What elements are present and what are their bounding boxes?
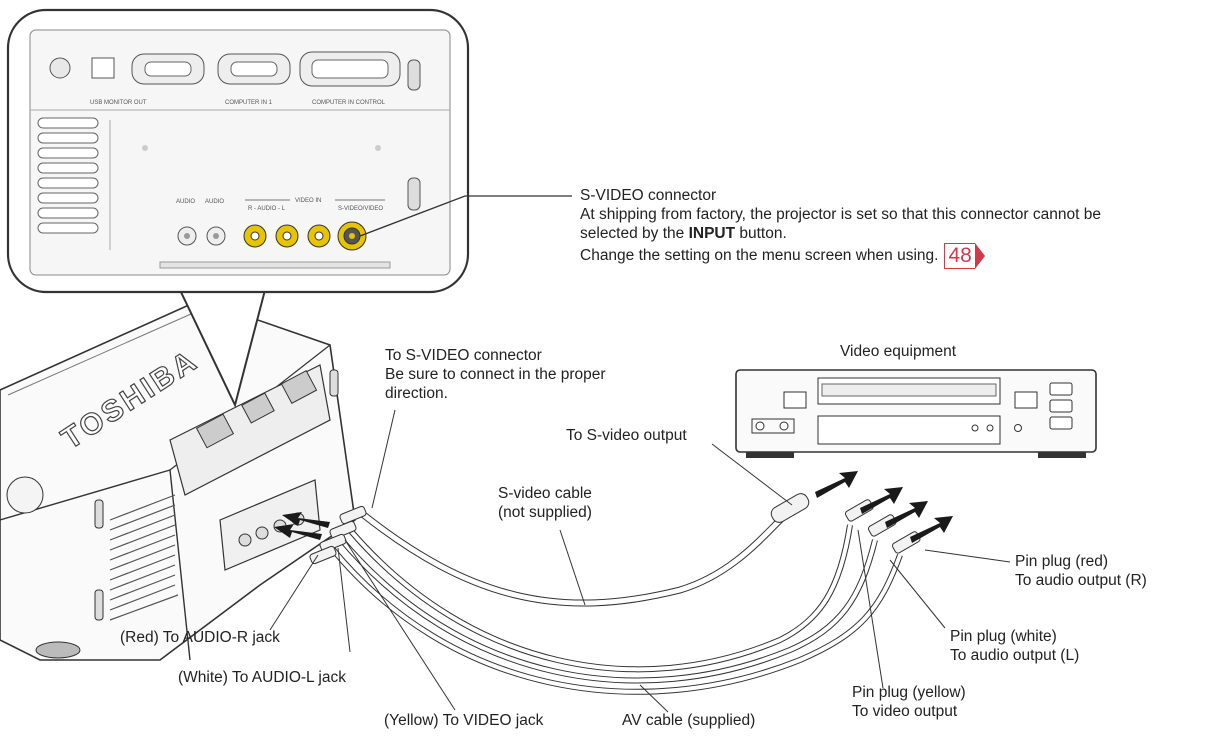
panel-label-usb: USB MONITOR OUT [90,100,147,106]
svideo-note-line2: selected by the INPUT button. [580,224,1101,243]
input-button-label: INPUT [688,225,736,242]
svideo-note-line3: Change the setting on the menu screen wh… [580,243,1101,269]
page-reference-link[interactable]: 48 [944,243,986,269]
label-pin-red-1: Pin plug (red) [1015,553,1109,570]
panel-label-r-audio-l: R - AUDIO - L [248,206,286,212]
panel-label-computer-in: COMPUTER IN 1 [225,100,273,106]
panel-label-audio-out: AUDIO [176,199,195,205]
label-pin-yellow-2: To video output [852,703,958,720]
label-yellow-video: (Yellow) To VIDEO jack [384,712,544,729]
label-proper-direction-2: direction. [385,385,448,402]
svideo-note: S-VIDEO connector At shipping from facto… [580,186,1101,269]
panel-label-audio-in: AUDIO [205,199,224,205]
label-pin-red-2: To audio output (R) [1015,572,1147,589]
video-equipment [735,369,1097,458]
connector-panel-callout: USB MONITOR OUT COMPUTER IN 1 COMPUTER I… [6,8,470,408]
label-pin-red: Pin plug (red) To audio output (R) [1015,552,1147,590]
label-pin-yellow: Pin plug (yellow) To video output [852,683,966,721]
label-svideo-cable: S-video cable (not supplied) [498,484,592,522]
label-svideo-cable-1: S-video cable [498,485,592,502]
projector-side-plugs [309,505,367,565]
panel-label-s-video-video: S-VIDEO/VIDEO [338,206,383,212]
label-video-equipment: Video equipment [840,343,957,360]
label-to-svideo-output: To S-video output [566,427,687,444]
label-pin-yellow-1: Pin plug (yellow) [852,684,966,701]
label-pin-white-1: Pin plug (white) [950,628,1057,645]
svideo-note-line2-pre: selected by the [580,225,689,242]
panel-label-computer-control: COMPUTER IN CONTROL [312,100,386,106]
svideo-note-title: S-VIDEO connector [580,187,717,204]
label-svideo-cable-2: (not supplied) [498,504,592,521]
leader-lines [269,409,1011,713]
label-to-svideo-connector: To S-VIDEO connector Be sure to connect … [385,346,606,403]
insertion-arrows [274,471,953,543]
svideo-pointer-line [359,195,572,237]
label-pin-white: Pin plug (white) To audio output (L) [950,627,1079,665]
label-proper-direction-1: Be sure to connect in the proper [385,366,606,383]
cables [327,509,903,695]
page-reference-number[interactable]: 48 [948,244,972,267]
svideo-note-line1: At shipping from factory, the projector … [580,206,1101,223]
svideo-note-line3-text: Change the setting on the menu screen wh… [580,247,939,265]
label-av-cable: AV cable (supplied) [622,712,756,729]
projector: TOSHIBA [0,299,356,661]
panel-label-video-in: VIDEO IN [295,198,321,204]
label-to-svideo-connector-text: To S-VIDEO connector [385,347,542,364]
svideo-note-line2-post: button. [735,225,787,242]
label-white-audio-l: (White) To AUDIO-L jack [178,669,346,686]
label-red-audio-r: (Red) To AUDIO-R jack [120,629,280,646]
label-pin-white-2: To audio output (L) [950,647,1080,664]
